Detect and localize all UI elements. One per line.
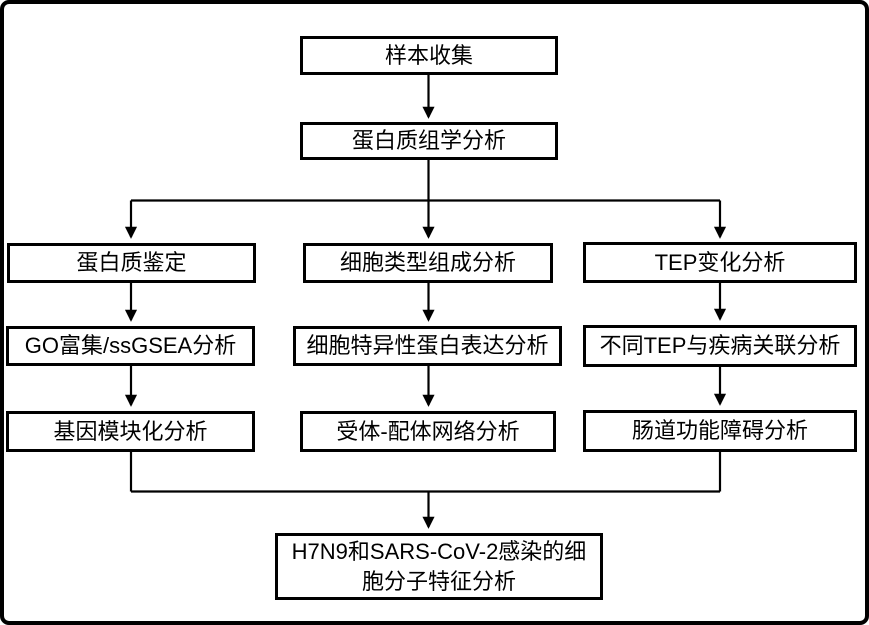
node-sample-collection: 样本收集 — [300, 36, 558, 75]
node-tep-change-label: TEP变化分析 — [654, 249, 786, 275]
node-cell-type-composition-label: 细胞类型组成分析 — [339, 250, 516, 276]
node-receptor-ligand-network-label: 受体-配体网络分析 — [336, 418, 520, 444]
node-receptor-ligand-network: 受体-配体网络分析 — [300, 411, 556, 452]
node-cell-type-composition: 细胞类型组成分析 — [303, 243, 553, 283]
node-go-ssgsea-label: GO富集/ssGSEA分析 — [24, 333, 237, 359]
node-intestinal-dysfunction-label: 肠道功能障碍分析 — [631, 418, 808, 444]
node-tep-change: TEP变化分析 — [583, 242, 857, 283]
node-cell-specific-expression-label: 细胞特异性蛋白表达分析 — [306, 333, 549, 359]
node-final-analysis: H7N9和SARS-CoV-2感染的细胞分子特征分析 — [275, 533, 603, 600]
node-sample-collection-label: 样本收集 — [384, 42, 473, 68]
connector-lines — [124, 75, 727, 529]
node-proteomics-analysis-label: 蛋白质组学分析 — [351, 128, 506, 154]
node-final-analysis-label: H7N9和SARS-CoV-2感染的细胞分子特征分析 — [291, 538, 587, 594]
node-tep-disease-association: 不同TEP与疾病关联分析 — [583, 325, 857, 367]
node-intestinal-dysfunction: 肠道功能障碍分析 — [583, 410, 857, 452]
node-cell-specific-expression: 细胞特异性蛋白表达分析 — [293, 326, 562, 366]
node-gene-module: 基因模块化分析 — [6, 411, 255, 452]
node-protein-identification: 蛋白质鉴定 — [7, 243, 256, 283]
node-tep-disease-association-label: 不同TEP与疾病关联分析 — [599, 333, 841, 359]
node-go-ssgsea: GO富集/ssGSEA分析 — [6, 326, 255, 366]
node-protein-identification-label: 蛋白质鉴定 — [76, 250, 187, 276]
node-gene-module-label: 基因模块化分析 — [53, 418, 208, 444]
node-proteomics-analysis: 蛋白质组学分析 — [300, 122, 558, 160]
